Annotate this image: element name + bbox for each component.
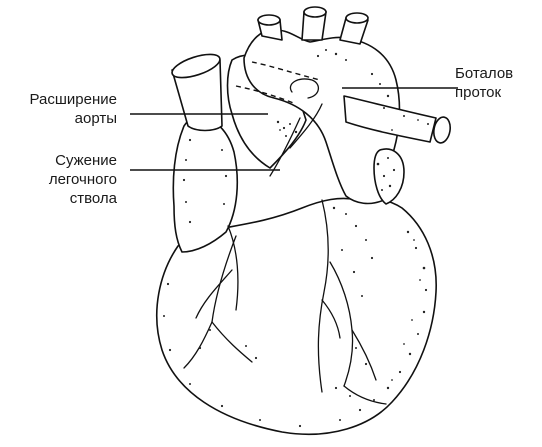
brachiocephalic-opening [258,15,280,25]
left-carotid-opening [304,7,326,17]
label-pulmonary-narrowing: Сужение легочного ствола [0,151,117,208]
label-aortic-dilation: Расширение аорты [0,90,117,128]
left-subclavian-opening [346,13,368,23]
label-ductus-arteriosus: Боталов проток [455,64,542,102]
